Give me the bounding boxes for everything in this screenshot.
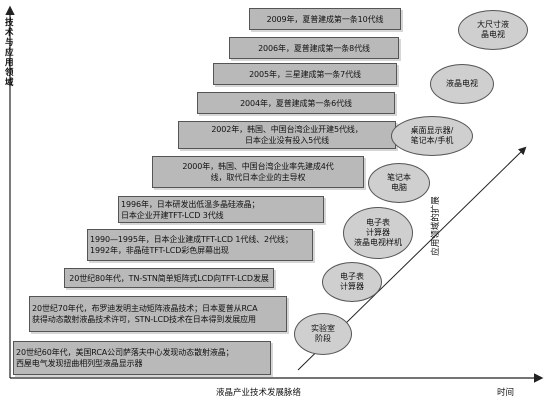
milestone-1990-1995: 1990—1995年，日本企业建成TFT-LCD 1代线、2代线； 1992年，…: [87, 229, 313, 261]
application-watch-calc: 电子表 计算器: [322, 262, 382, 302]
milestone-2000: 2000年，韩国、中国台湾企业率先建成4代 线，取代日本企业的主导权: [152, 156, 364, 188]
application-watch-calc-tv: 电子表 计算器 液晶电视样机: [343, 207, 413, 259]
trend-label: 应用领域的扩展: [430, 196, 441, 256]
milestone-2005: 2005年，三星建成第一条7代线: [213, 63, 397, 85]
x-axis-end-label: 时间: [497, 388, 515, 398]
application-large-tv: 大尺寸液 晶电视: [458, 10, 528, 50]
milestone-1960s: 20世纪60年代，美国RCA公司萨落夫中心发现动态散射液晶； 西屋电气发现扭曲相…: [13, 341, 271, 375]
application-laptop: 笔记本 电脑: [368, 163, 430, 203]
y-axis-label: 技术与应用领域: [5, 18, 14, 88]
application-lab: 实验室 阶段: [294, 313, 352, 355]
application-desktop-mobile: 桌面显示器/ 笔记本/手机: [391, 116, 473, 156]
milestone-2002: 2002年，韩国、中国台湾企业开建5代线， 日本企业没有投入5代线: [178, 121, 396, 149]
x-axis-label: 液晶产业技术发展脉络: [216, 388, 302, 398]
milestone-2004: 2004年，夏普建成第一条6代线: [197, 92, 395, 114]
milestone-1996: 1996年，日本研发出低温多晶硅液晶； 日本企业开建TFT-LCD 3代线: [118, 196, 324, 223]
milestone-1980s: 20世纪80年代，TN-STN简单矩阵式LCD向TFT-LCD发展: [64, 268, 274, 288]
milestone-2009: 2009年，夏普建成第一条10代线: [249, 8, 401, 30]
milestone-1970s: 20世纪70年代，布罗迪发明主动矩阵液晶技术；日本夏普从RCA 获得动态散射液晶…: [29, 296, 287, 332]
milestone-2006: 2006年，夏普建成第一条8代线: [229, 37, 399, 59]
application-lcd-tv: 液晶电视: [430, 64, 494, 104]
